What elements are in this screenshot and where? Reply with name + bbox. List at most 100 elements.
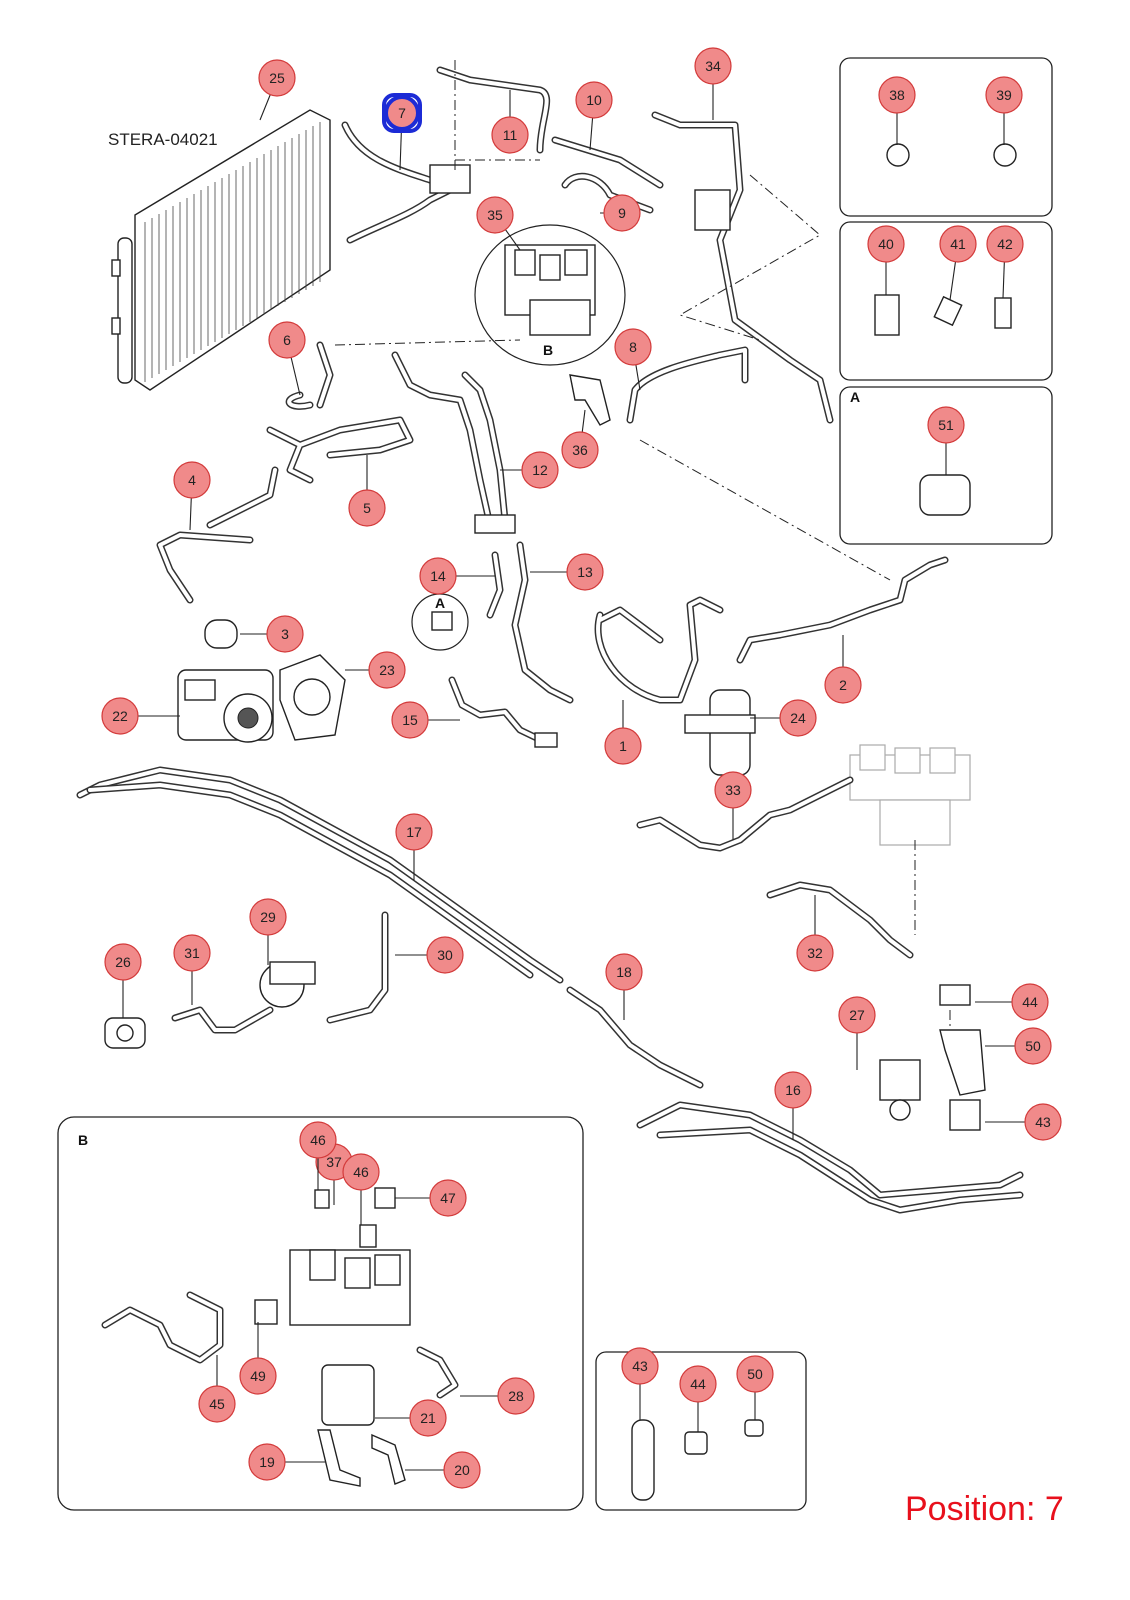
ghost-valve-assembly	[849, 744, 971, 846]
callout-46b[interactable]: 46	[342, 1153, 380, 1191]
callout-number: 11	[503, 127, 518, 143]
callout-number: 1	[619, 738, 627, 754]
callout-44[interactable]: 44	[1011, 983, 1049, 1021]
callout-1[interactable]: 1	[604, 727, 642, 765]
callout-bubble	[575, 81, 613, 119]
callout-10[interactable]: 10	[575, 81, 613, 119]
callout-number: 32	[807, 945, 823, 961]
callout-number: 15	[402, 712, 418, 728]
callout-27[interactable]: 27	[838, 996, 876, 1034]
callout-40[interactable]: 40	[867, 225, 905, 263]
callout-13[interactable]: 13	[566, 553, 604, 591]
callout-bubble	[104, 943, 142, 981]
callout-26[interactable]: 26	[104, 943, 142, 981]
callout-bubble	[694, 47, 732, 85]
callout-39[interactable]: 39	[985, 76, 1023, 114]
callout-34[interactable]: 34	[694, 47, 732, 85]
callout-number: 33	[725, 782, 741, 798]
callout-12[interactable]: 12	[521, 451, 559, 489]
callout-number: 35	[487, 207, 503, 223]
callout-42[interactable]: 42	[986, 225, 1024, 263]
callout-bubble	[426, 936, 464, 974]
callout-number: 17	[406, 824, 422, 840]
callout-number: 50	[747, 1366, 763, 1382]
callout-number: 43	[1035, 1114, 1051, 1130]
position-label: Position: 7	[905, 1490, 1064, 1528]
callout-number: 25	[269, 70, 285, 86]
callout-14[interactable]: 14	[419, 557, 457, 595]
callout-number: 7	[398, 105, 406, 121]
callout-number: 44	[690, 1376, 706, 1392]
callout-number: 36	[572, 442, 588, 458]
callout-21[interactable]: 21	[409, 1399, 447, 1437]
callout-45[interactable]: 45	[198, 1385, 236, 1423]
callout-6[interactable]: 6	[268, 321, 306, 359]
callout-23[interactable]: 23	[368, 651, 406, 689]
callout-bubble	[603, 194, 641, 232]
callout-3[interactable]: 3	[266, 615, 304, 653]
callout-47[interactable]: 47	[429, 1179, 467, 1217]
callout-43[interactable]: 43	[1024, 1103, 1062, 1141]
callout-number: 37	[326, 1154, 342, 1170]
callout-bubble	[476, 196, 514, 234]
line-art: B A	[76, 60, 1024, 1381]
callout-bubble	[824, 666, 862, 704]
callout-51[interactable]: 51	[927, 406, 965, 444]
callout-29[interactable]: 29	[249, 898, 287, 936]
callout-number: 2	[839, 677, 847, 693]
callout-46[interactable]: 46	[299, 1121, 337, 1159]
callout-36[interactable]: 36	[561, 431, 599, 469]
callout-number: 51	[938, 417, 954, 433]
callout-38[interactable]: 38	[878, 76, 916, 114]
callout-bubble	[986, 225, 1024, 263]
callout-16[interactable]: 16	[774, 1071, 812, 1109]
callout-31[interactable]: 31	[173, 934, 211, 972]
callout-5[interactable]: 5	[348, 489, 386, 527]
inset-b-label: B	[78, 1132, 88, 1148]
callout-9[interactable]: 9	[603, 194, 641, 232]
callout-2[interactable]: 2	[824, 666, 862, 704]
callout-41[interactable]: 41	[939, 225, 977, 263]
callout-15[interactable]: 15	[391, 701, 429, 739]
callout-number: 10	[586, 92, 602, 108]
callout-44b[interactable]: 44	[679, 1365, 717, 1403]
callout-bubble	[258, 59, 296, 97]
callout-bubble	[248, 1443, 286, 1481]
callout-7[interactable]: 7	[382, 93, 422, 133]
inset-a-label: A	[850, 389, 860, 405]
callout-bubble	[239, 1357, 277, 1395]
callout-bubble	[198, 1385, 236, 1423]
callout-bubble	[101, 697, 139, 735]
callout-18[interactable]: 18	[605, 953, 643, 991]
callout-bubble	[299, 1121, 337, 1159]
callout-49[interactable]: 49	[239, 1357, 277, 1395]
callout-bubble	[605, 953, 643, 991]
callout-bubble	[566, 553, 604, 591]
inset-seals	[839, 57, 1053, 217]
callout-35[interactable]: 35	[476, 196, 514, 234]
callout-bubble	[779, 699, 817, 737]
callout-bubble	[985, 76, 1023, 114]
callout-number: 19	[259, 1454, 275, 1470]
callout-19[interactable]: 19	[248, 1443, 286, 1481]
callout-28[interactable]: 28	[497, 1377, 535, 1415]
callout-50b[interactable]: 50	[736, 1355, 774, 1393]
callout-bubble	[173, 934, 211, 972]
callout-50[interactable]: 50	[1014, 1027, 1052, 1065]
callout-20[interactable]: 20	[443, 1451, 481, 1489]
callout-17[interactable]: 17	[395, 813, 433, 851]
callout-25[interactable]: 25	[258, 59, 296, 97]
callout-33[interactable]: 33	[714, 771, 752, 809]
callout-22[interactable]: 22	[101, 697, 139, 735]
reference-code: STERA-04021	[108, 130, 218, 149]
callout-24[interactable]: 24	[779, 699, 817, 737]
callout-bubble	[621, 1347, 659, 1385]
condenser	[111, 109, 331, 391]
callout-bubble	[391, 701, 429, 739]
callout-4[interactable]: 4	[173, 461, 211, 499]
callout-43b[interactable]: 43	[621, 1347, 659, 1385]
callout-30[interactable]: 30	[426, 936, 464, 974]
callout-11[interactable]: 11	[491, 116, 529, 154]
callout-8[interactable]: 8	[614, 328, 652, 366]
callout-32[interactable]: 32	[796, 934, 834, 972]
